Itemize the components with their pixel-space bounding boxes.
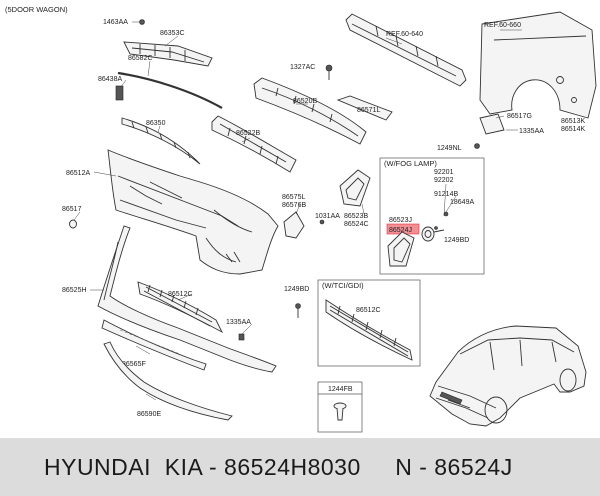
bumper-beam-ref-60-640 xyxy=(345,13,467,87)
label-1249bd-left: 1249BD xyxy=(284,286,309,293)
lower-lip-86525h xyxy=(97,225,277,373)
label-86520b: 86520B xyxy=(293,98,317,105)
fog-lamp-box xyxy=(379,157,485,275)
fog-lamp-assembly xyxy=(387,183,457,267)
label-1244fb: 1244FB xyxy=(328,386,353,393)
side-bracket-86575l xyxy=(283,211,305,239)
absorber-86520b xyxy=(253,77,367,145)
label-86524c: 86524C xyxy=(344,221,369,228)
label-86523b: 86523B xyxy=(344,213,368,220)
label-86565f: 86565F xyxy=(122,361,146,368)
lower-strip-86590e xyxy=(103,341,233,421)
label-1031aa: 1031AA xyxy=(315,213,340,220)
label-86513k: 86513K xyxy=(561,118,585,125)
label-86517: 86517 xyxy=(62,206,82,213)
exploded-parts-diagram: (5DOOR WAGON) 1463AA 86353C 86582C 86438… xyxy=(5,5,597,433)
tci-gdi-title: (W/TCI/GDI) xyxy=(322,281,364,290)
label-1249bd-right: 1249BD xyxy=(444,237,469,244)
side-bracket-86513k xyxy=(479,113,505,135)
label-18649a: 18649A xyxy=(450,199,474,206)
label-86525h: 86525H xyxy=(62,287,87,294)
clip-1244fb xyxy=(333,402,347,421)
vehicle-illustration xyxy=(429,325,587,427)
bracket-86571l xyxy=(336,95,393,121)
cap-86517 xyxy=(69,219,77,229)
label-86517g: 86517G xyxy=(507,113,532,120)
label-86576b: 86576B xyxy=(282,202,306,209)
fender-ref-60-660 xyxy=(479,11,597,119)
clip-1335aa-left xyxy=(238,333,245,341)
grille-86350 xyxy=(121,117,201,165)
fastener-1244fb-box xyxy=(317,381,363,433)
upper-cover-86353c xyxy=(123,41,213,67)
lower-grille-86512c xyxy=(137,281,224,334)
lower-grille-tci-86512c xyxy=(325,299,413,361)
label-86353c: 86353C xyxy=(160,30,185,37)
label-86512c-tci: 86512C xyxy=(356,307,381,314)
label-86590e: 86590E xyxy=(137,411,161,418)
screw-1031aa xyxy=(319,219,325,225)
label-92202: 92202 xyxy=(434,177,454,184)
label-86438a: 86438A xyxy=(98,76,122,83)
label-86512c: 86512C xyxy=(168,291,193,298)
label-ref-60-640: REF.60-640 xyxy=(386,31,423,38)
header-label: (5DOOR WAGON) xyxy=(5,5,68,14)
label-ref-60-660: REF.60-660 xyxy=(484,22,521,29)
label-86582c: 86582C xyxy=(128,55,153,62)
part-number-footer: HYUNDAI KIA - 86524H8030 N - 86524J xyxy=(0,438,600,496)
tci-gdi-box xyxy=(317,279,421,367)
footer-text: HYUNDAI KIA - 86524H8030 N - 86524J xyxy=(44,453,513,480)
front-bumper-86512a xyxy=(107,149,279,275)
bolt-1249nl xyxy=(474,143,480,149)
label-1463aa: 1463AA xyxy=(103,19,128,26)
label-86571l: 86571L xyxy=(357,107,380,114)
label-1335aa-left: 1335AA xyxy=(226,319,251,326)
bolt-1327ac xyxy=(325,64,333,80)
molding-86582c xyxy=(117,71,223,109)
label-86575l: 86575L xyxy=(282,194,305,201)
fog-lamp-title: (W/FOG LAMP) xyxy=(384,159,437,168)
emblem-86438a xyxy=(115,85,124,101)
bracket-86522b xyxy=(211,115,297,173)
label-1249nl: 1249NL xyxy=(437,145,462,152)
label-86523j: 86523J xyxy=(389,217,412,224)
label-1327ac: 1327AC xyxy=(290,64,315,71)
label-86514k: 86514K xyxy=(561,126,585,133)
label-86524j: 86524J xyxy=(389,227,412,234)
label-86512a: 86512A xyxy=(66,170,90,177)
label-86522b: 86522B xyxy=(236,130,260,137)
label-91214b: 91214B xyxy=(434,191,458,198)
label-92201: 92201 xyxy=(434,169,454,176)
bolt-1249bd-left xyxy=(295,303,301,318)
label-86350: 86350 xyxy=(146,120,166,127)
clip-1463aa xyxy=(132,19,145,25)
fog-bezel-86523b xyxy=(339,169,371,207)
skid-plate-86565f xyxy=(101,319,207,371)
label-1335aa-right: 1335AA xyxy=(519,128,544,135)
